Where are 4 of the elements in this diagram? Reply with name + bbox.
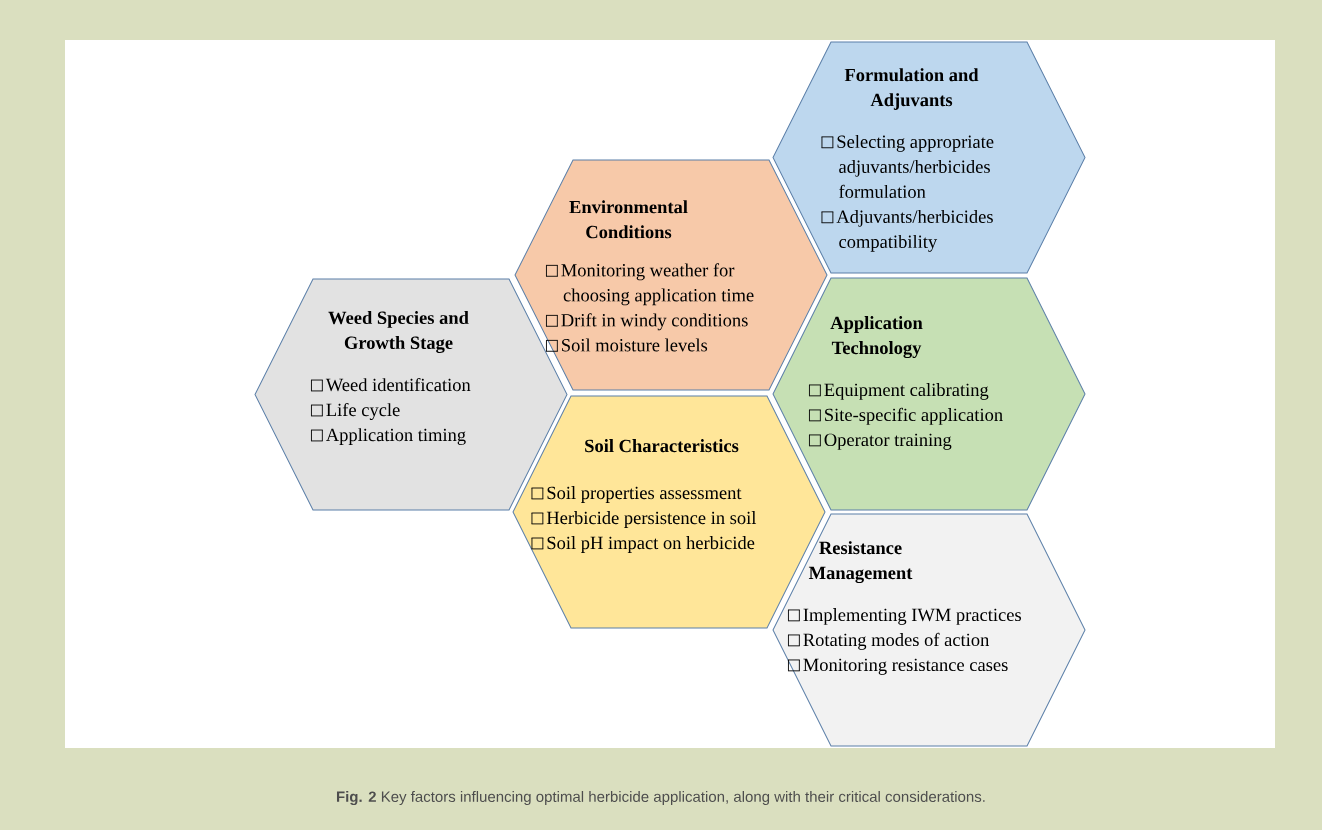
caption: Fig. 2 Key factors influencing optimal herbicide application, along with their critical considerations.: [337, 791, 985, 806]
hexagon: Resistance Management Implementing IWM practices Rotating modes of action Monitoring resistance cases: [772, 513, 1086, 747]
hexagon: Application Technology Equipment calibrating Site-specific application Operator training: [772, 277, 1086, 511]
hexagon: Formulation and Adjuvants Selecting appropriate adjuvants/herbicides formulation Adjuvants/herbicides compatibility: [772, 41, 1086, 274]
